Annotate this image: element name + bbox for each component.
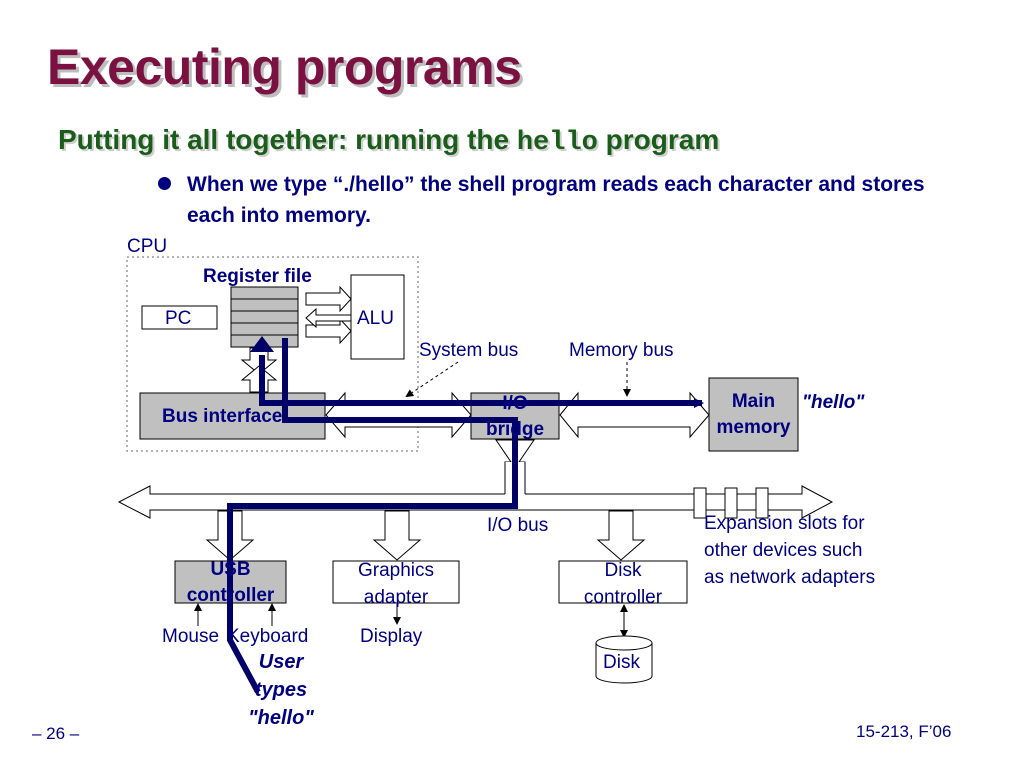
disk-ctrl-line1: Disk <box>604 560 642 581</box>
memory-bus-label: Memory bus <box>569 340 674 361</box>
alu-box <box>350 274 405 360</box>
bullet-dot-icon <box>158 177 171 190</box>
data-path-output <box>259 355 704 408</box>
expansion-slot-2 <box>724 487 738 519</box>
register-up-arrowhead <box>250 336 274 352</box>
cpu-boundary <box>126 256 419 452</box>
reg-to-alu-arrow-top <box>305 285 352 313</box>
expansion-slot-3 <box>755 487 769 519</box>
bullet-text: When we type “./hello” the shell program… <box>187 173 925 227</box>
expansion-slots-label: Expansion slots for other devices such a… <box>704 510 944 591</box>
subtitle-suffix: program <box>597 124 720 155</box>
main-memory-line2: memory <box>716 417 791 438</box>
user-types-line1: User <box>258 651 304 673</box>
data-path-input <box>227 338 518 694</box>
graphics-line2: adapter <box>363 587 429 608</box>
subtitle-prefix: Putting it all together: running the <box>58 124 517 155</box>
usb-line2: controller <box>186 585 275 606</box>
slide-subtitle: Putting it all together: running the hel… <box>58 124 719 158</box>
user-types-line2: types <box>254 679 308 701</box>
subtitle-code: hello <box>516 128 598 158</box>
pc-box <box>141 305 218 330</box>
page-number: – 26 – <box>32 724 80 743</box>
disk-cylinder <box>595 635 653 684</box>
io-bus-arrow <box>117 485 834 519</box>
io-bus-label: I/O bus <box>487 515 549 536</box>
disk-drop-arrow <box>596 510 646 561</box>
system-bus-arrow <box>325 391 472 439</box>
usb-controller-label: USB controller <box>175 557 286 609</box>
user-types-line3: "hello" <box>248 707 314 729</box>
expansion-line3: as network adapters <box>704 567 876 588</box>
disk-controller-box <box>558 560 688 604</box>
main-memory-box <box>708 377 799 452</box>
disk-controller-label: Disk controller <box>559 557 687 611</box>
display-label: Display <box>360 626 423 647</box>
expansion-slot-1 <box>693 487 707 519</box>
cpu-label: CPU <box>127 236 168 257</box>
main-memory-line1: Main <box>731 391 776 412</box>
keyboard-label: Keyboard <box>227 626 309 647</box>
mouse-label: Mouse <box>162 626 220 647</box>
graphics-line1: Graphics <box>357 560 435 581</box>
disk-ctrl-line2: controller <box>583 587 663 608</box>
register-file-label: Register file <box>203 266 312 287</box>
memory-bus-arrow <box>559 391 710 439</box>
io-bridge-line1: I/O <box>502 393 528 414</box>
disk-label: Disk <box>603 652 640 673</box>
alu-label: ALU <box>357 308 394 329</box>
graphics-drop-arrow <box>372 510 422 561</box>
slide-title: Executing programs <box>47 39 522 95</box>
bus-interface-label: Bus interface <box>162 406 283 427</box>
user-types-hello: User types "hello" <box>236 648 326 732</box>
io-bridge-line2: bridge <box>485 419 545 440</box>
usb-line1: USB <box>210 559 251 580</box>
reg-to-alu-arrow-bottom <box>305 317 352 345</box>
graphics-adapter-box <box>332 560 460 604</box>
system-bus-label: System bus <box>419 340 519 361</box>
system-bus-leader <box>405 361 459 398</box>
hello-in-memory: "hello" <box>802 392 865 413</box>
main-memory-label: Main memory <box>709 389 798 441</box>
alu-to-reg-arrow <box>305 307 352 329</box>
pc-label: PC <box>165 308 192 329</box>
expansion-line1: Expansion slots for <box>704 513 865 534</box>
course-label: 15-213, F’06 <box>856 722 952 741</box>
expansion-line2: other devices such <box>704 540 863 561</box>
graphics-adapter-label: Graphics adapter <box>333 557 459 611</box>
io-bridge-label: I/O bridge <box>471 391 559 443</box>
